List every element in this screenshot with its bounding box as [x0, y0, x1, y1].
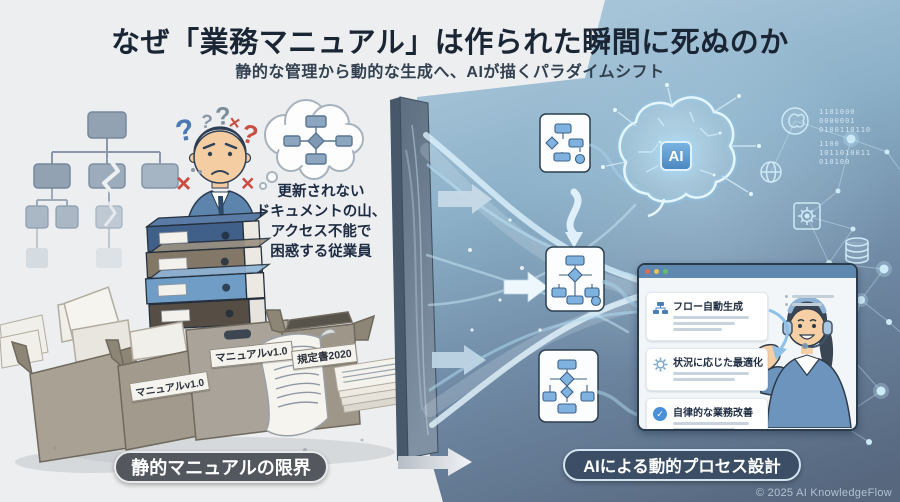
feature-card-list: フロー自動生成 状況に応じた最適化 ✓ 自律的な業務改善 — [646, 292, 768, 429]
transition-slab — [390, 96, 439, 461]
static-limit-badge: 静的マニュアルの限界 — [114, 451, 328, 483]
database-icon — [845, 237, 869, 264]
binary-row: 0000001 — [819, 117, 856, 125]
feature-card-flow-generation: フロー自動生成 — [646, 292, 768, 341]
feature-card-title: 状況に応じた最適化 — [673, 358, 763, 369]
placeholder-line — [673, 378, 736, 381]
dynamic-process-badge: AIによる動的プロセス設計 — [563, 449, 801, 481]
caption-line: 困惑する従業員 — [270, 244, 372, 260]
svg-text:×: × — [227, 112, 242, 135]
window-maximize-icon — [663, 269, 668, 274]
ai-chip: AI — [660, 141, 692, 171]
page-subtitle: 静的な管理から動的な生成へ、AIが描くパラダイムシフト — [235, 64, 665, 81]
flowchart-card-bottom — [538, 349, 599, 423]
placeholder-line — [673, 316, 749, 319]
caption-line: 更新されない — [277, 184, 365, 200]
binary-row: 1011010011 — [819, 149, 872, 157]
copyright-notice: © 2025 AI KnowledgeFlow — [755, 487, 892, 499]
page-title: なぜ「業務マニュアル」は作られた瞬間に死ぬのか — [111, 27, 789, 59]
panel-titlebar — [639, 265, 856, 278]
gear-icon — [652, 356, 668, 372]
binary-row: 010100 — [819, 158, 851, 166]
feature-card-title: フロー自動生成 — [673, 302, 743, 313]
svg-text:×: × — [176, 168, 191, 198]
caption-line: アクセス不能で — [270, 224, 372, 240]
flowchart-card-top — [539, 113, 591, 173]
placeholder-line — [673, 328, 722, 331]
svg-text:×: × — [241, 170, 254, 196]
binary-row: 0100110110 — [819, 126, 872, 134]
thought-bubble-flowchart — [259, 99, 364, 190]
window-close-icon — [645, 269, 650, 274]
chip-node-icon — [793, 202, 821, 230]
svg-text:?: ? — [199, 111, 213, 133]
binary-row: 1101000 — [819, 108, 856, 116]
org-chart-illustration — [25, 111, 179, 268]
ai-process-panel: フロー自動生成 状況に応じた最適化 ✓ 自律的な業務改善 — [637, 263, 858, 431]
binder-stack-illustration — [144, 211, 272, 331]
check-icon: ✓ — [652, 406, 668, 422]
flow-arrows — [398, 184, 583, 476]
feature-card-improvement: ✓ 自律的な業務改善 — [646, 398, 768, 429]
panel-body: フロー自動生成 状況に応じた最適化 ✓ 自律的な業務改善 — [639, 278, 856, 429]
confusion-marks: ? ? ? × ? × × — [173, 102, 262, 198]
globe-node-icon — [760, 161, 782, 183]
placeholder-line — [673, 322, 736, 325]
placeholder-line — [673, 428, 736, 429]
brain-node-icon — [781, 107, 809, 135]
flowchart-icon — [652, 300, 668, 316]
svg-text:?: ? — [239, 118, 262, 151]
svg-text:?: ? — [173, 113, 198, 149]
placeholder-line — [673, 422, 749, 425]
placeholder-line — [673, 372, 749, 375]
feature-card-title: 自律的な業務改善 — [673, 408, 753, 419]
panel-curve-arrow-icon — [768, 308, 789, 360]
feature-card-optimization: 状況に応じた最適化 — [646, 348, 768, 391]
flowchart-card-middle — [545, 246, 605, 312]
svg-text:?: ? — [214, 102, 231, 131]
panel-notes — [785, 295, 834, 311]
thought-caption: 更新されない ドキュメントの山、 アクセス不能で 困惑する従業員 — [243, 182, 399, 262]
binary-row: 1100 — [819, 140, 840, 148]
window-minimize-icon — [654, 269, 659, 274]
binary-decor: 1101000 0000001 0100110110 1100 10110100… — [819, 108, 899, 167]
caption-line: ドキュメントの山、 — [255, 204, 387, 220]
